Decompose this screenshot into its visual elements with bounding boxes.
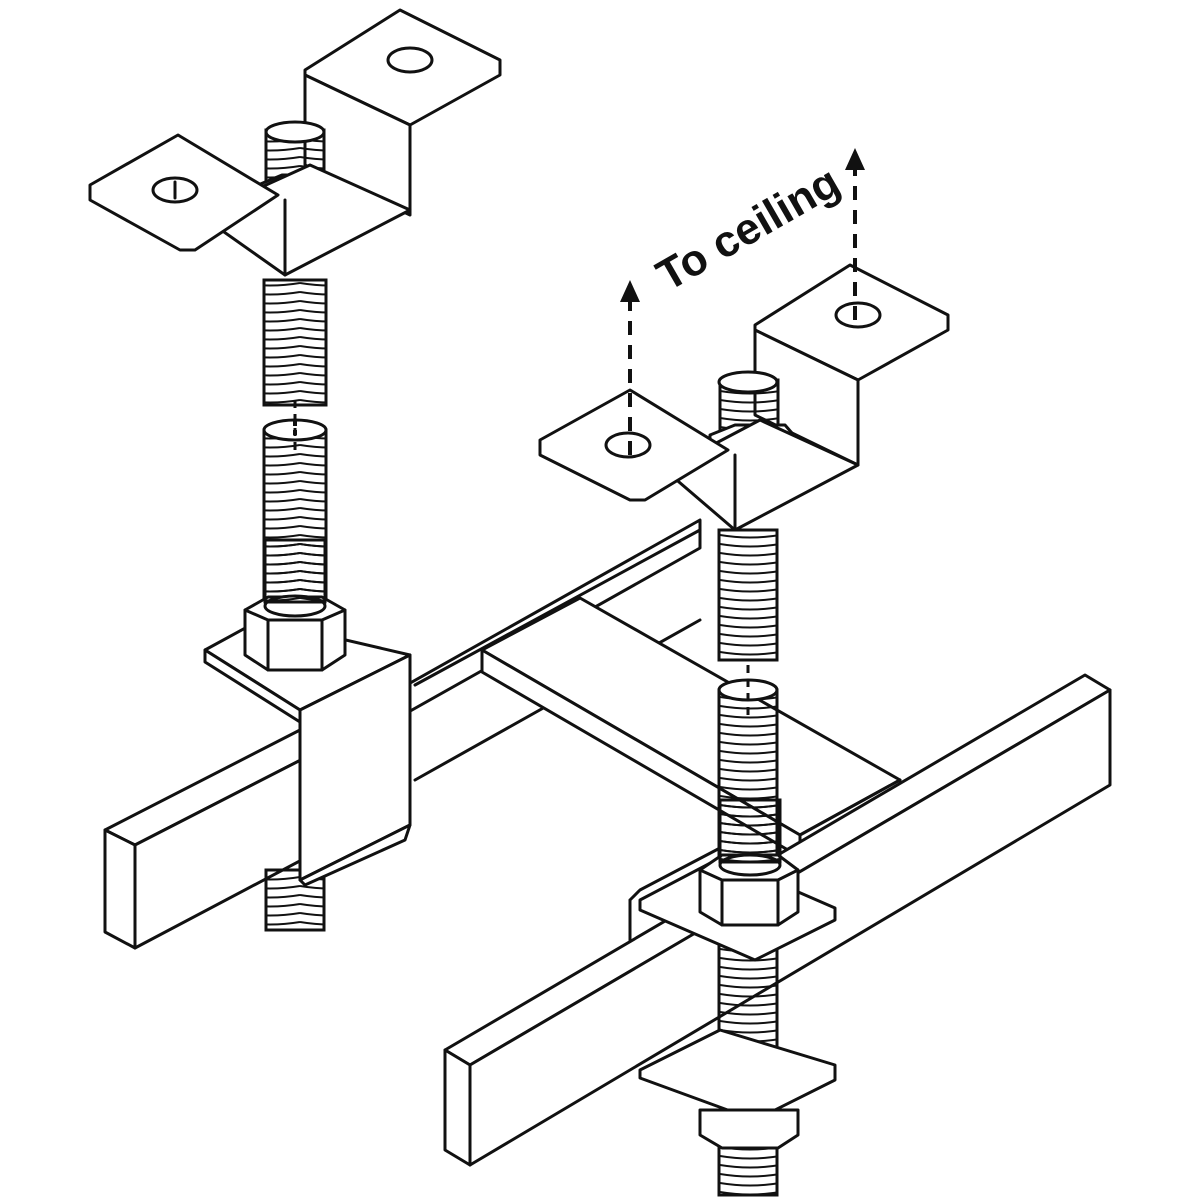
flat-plate bbox=[480, 596, 902, 859]
ceiling-label: To ceiling bbox=[649, 157, 849, 300]
left-z-bracket bbox=[88, 8, 502, 277]
arrow-up-icon bbox=[620, 280, 640, 302]
right-clamp bbox=[628, 798, 837, 1150]
right-ceiling-arrow bbox=[845, 148, 865, 320]
right-threaded-rod bbox=[717, 528, 779, 1197]
left-clamp bbox=[203, 538, 412, 887]
arrow-up-icon bbox=[845, 148, 865, 170]
right-z-bracket bbox=[538, 263, 950, 532]
left-ceiling-arrow bbox=[620, 280, 640, 455]
front-bar-left bbox=[103, 728, 332, 950]
